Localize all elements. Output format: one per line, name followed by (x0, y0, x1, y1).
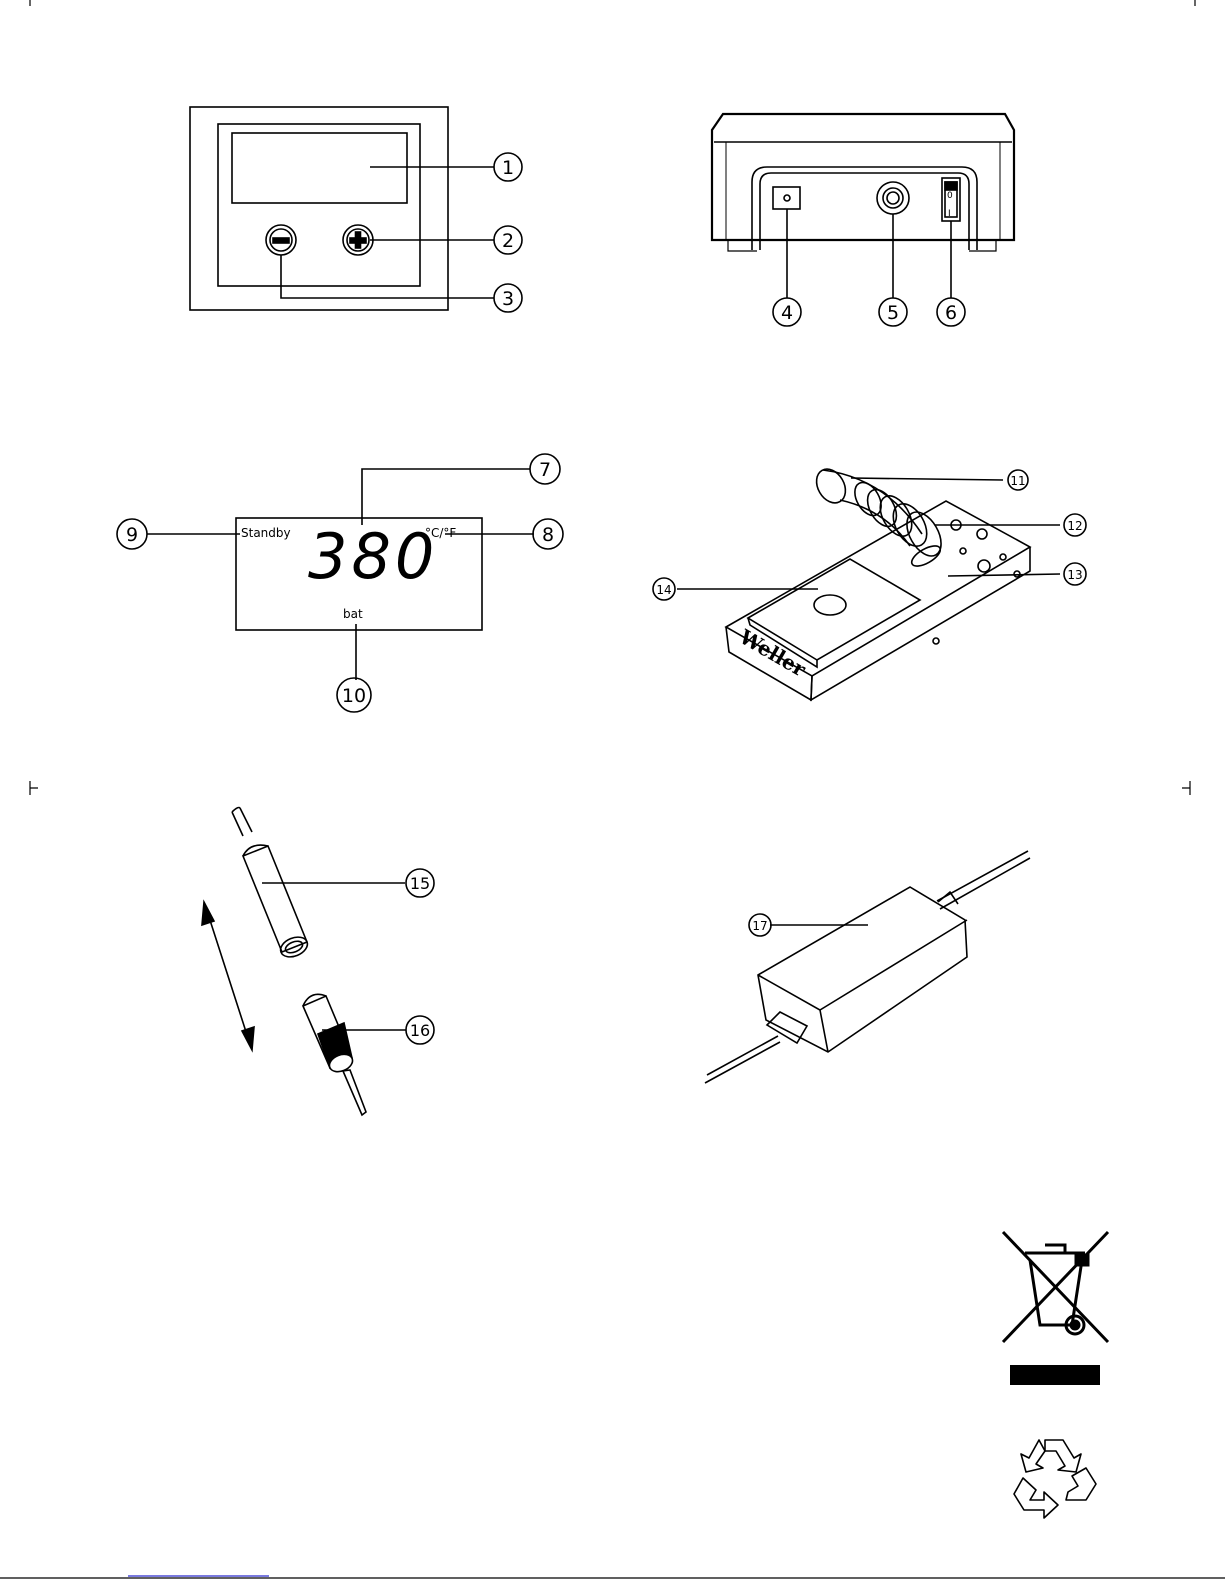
unit-indicator: °C/°F (425, 526, 456, 540)
callout-5: 5 (887, 302, 899, 324)
callout-4: 4 (781, 302, 793, 324)
dc-power-jack (773, 187, 800, 209)
double-arrow-icon (202, 902, 254, 1050)
power-adapter-body (758, 887, 967, 1052)
plus-button-icon (343, 225, 373, 255)
callout-2: 2 (502, 230, 514, 252)
callout-9: 9 (126, 524, 138, 546)
callout-11: 11 (1010, 474, 1025, 488)
iron-and-tip-figure (202, 808, 434, 1116)
temperature-readout: 380 (308, 520, 438, 593)
front-panel-inner (218, 124, 420, 286)
holder-spring (849, 478, 948, 562)
minus-button-icon (266, 225, 296, 255)
callout-3: 3 (502, 288, 514, 310)
callout-7: 7 (539, 459, 551, 481)
switch-off-mark: 0 (947, 191, 953, 201)
callout-6: 6 (945, 302, 957, 324)
standby-indicator: Standby (241, 526, 291, 540)
display-window (232, 133, 407, 203)
callout-17: 17 (752, 919, 767, 933)
front-panel-outer (190, 107, 448, 310)
recycling-icon (1014, 1440, 1096, 1518)
callout-12: 12 (1067, 519, 1082, 533)
callout-15: 15 (410, 874, 430, 893)
switch-on-mark: I (948, 209, 951, 219)
callout-10: 10 (342, 685, 366, 707)
battery-indicator: bat (343, 607, 363, 621)
callout-1: 1 (502, 157, 514, 179)
weee-crossed-bin-icon (1003, 1232, 1108, 1385)
callout-14: 14 (656, 583, 671, 597)
front-panel-figure (190, 107, 522, 312)
callout-8: 8 (542, 524, 554, 546)
power-supply-figure (705, 851, 1030, 1083)
rear-panel-figure (712, 114, 1014, 326)
iron-socket (877, 182, 909, 214)
callout-16: 16 (410, 1021, 430, 1040)
iron-stand-figure (653, 464, 1086, 700)
callout-13: 13 (1067, 568, 1082, 582)
iron-handle (243, 846, 307, 952)
